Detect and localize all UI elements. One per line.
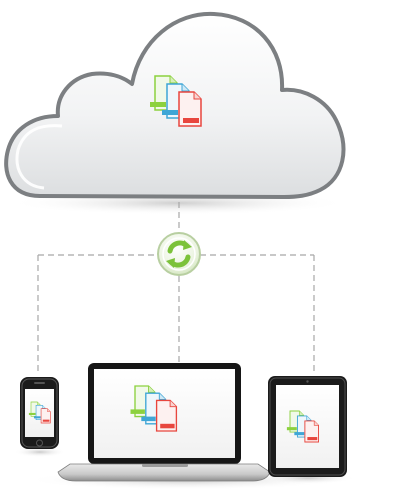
cloud-icon (4, 11, 348, 215)
phone-shadow (14, 447, 66, 457)
connector-lines (37, 202, 315, 375)
sync-icon (157, 232, 201, 276)
laptop-icon (57, 363, 271, 482)
smartphone-icon (20, 377, 59, 449)
tablet-icon (268, 376, 347, 477)
